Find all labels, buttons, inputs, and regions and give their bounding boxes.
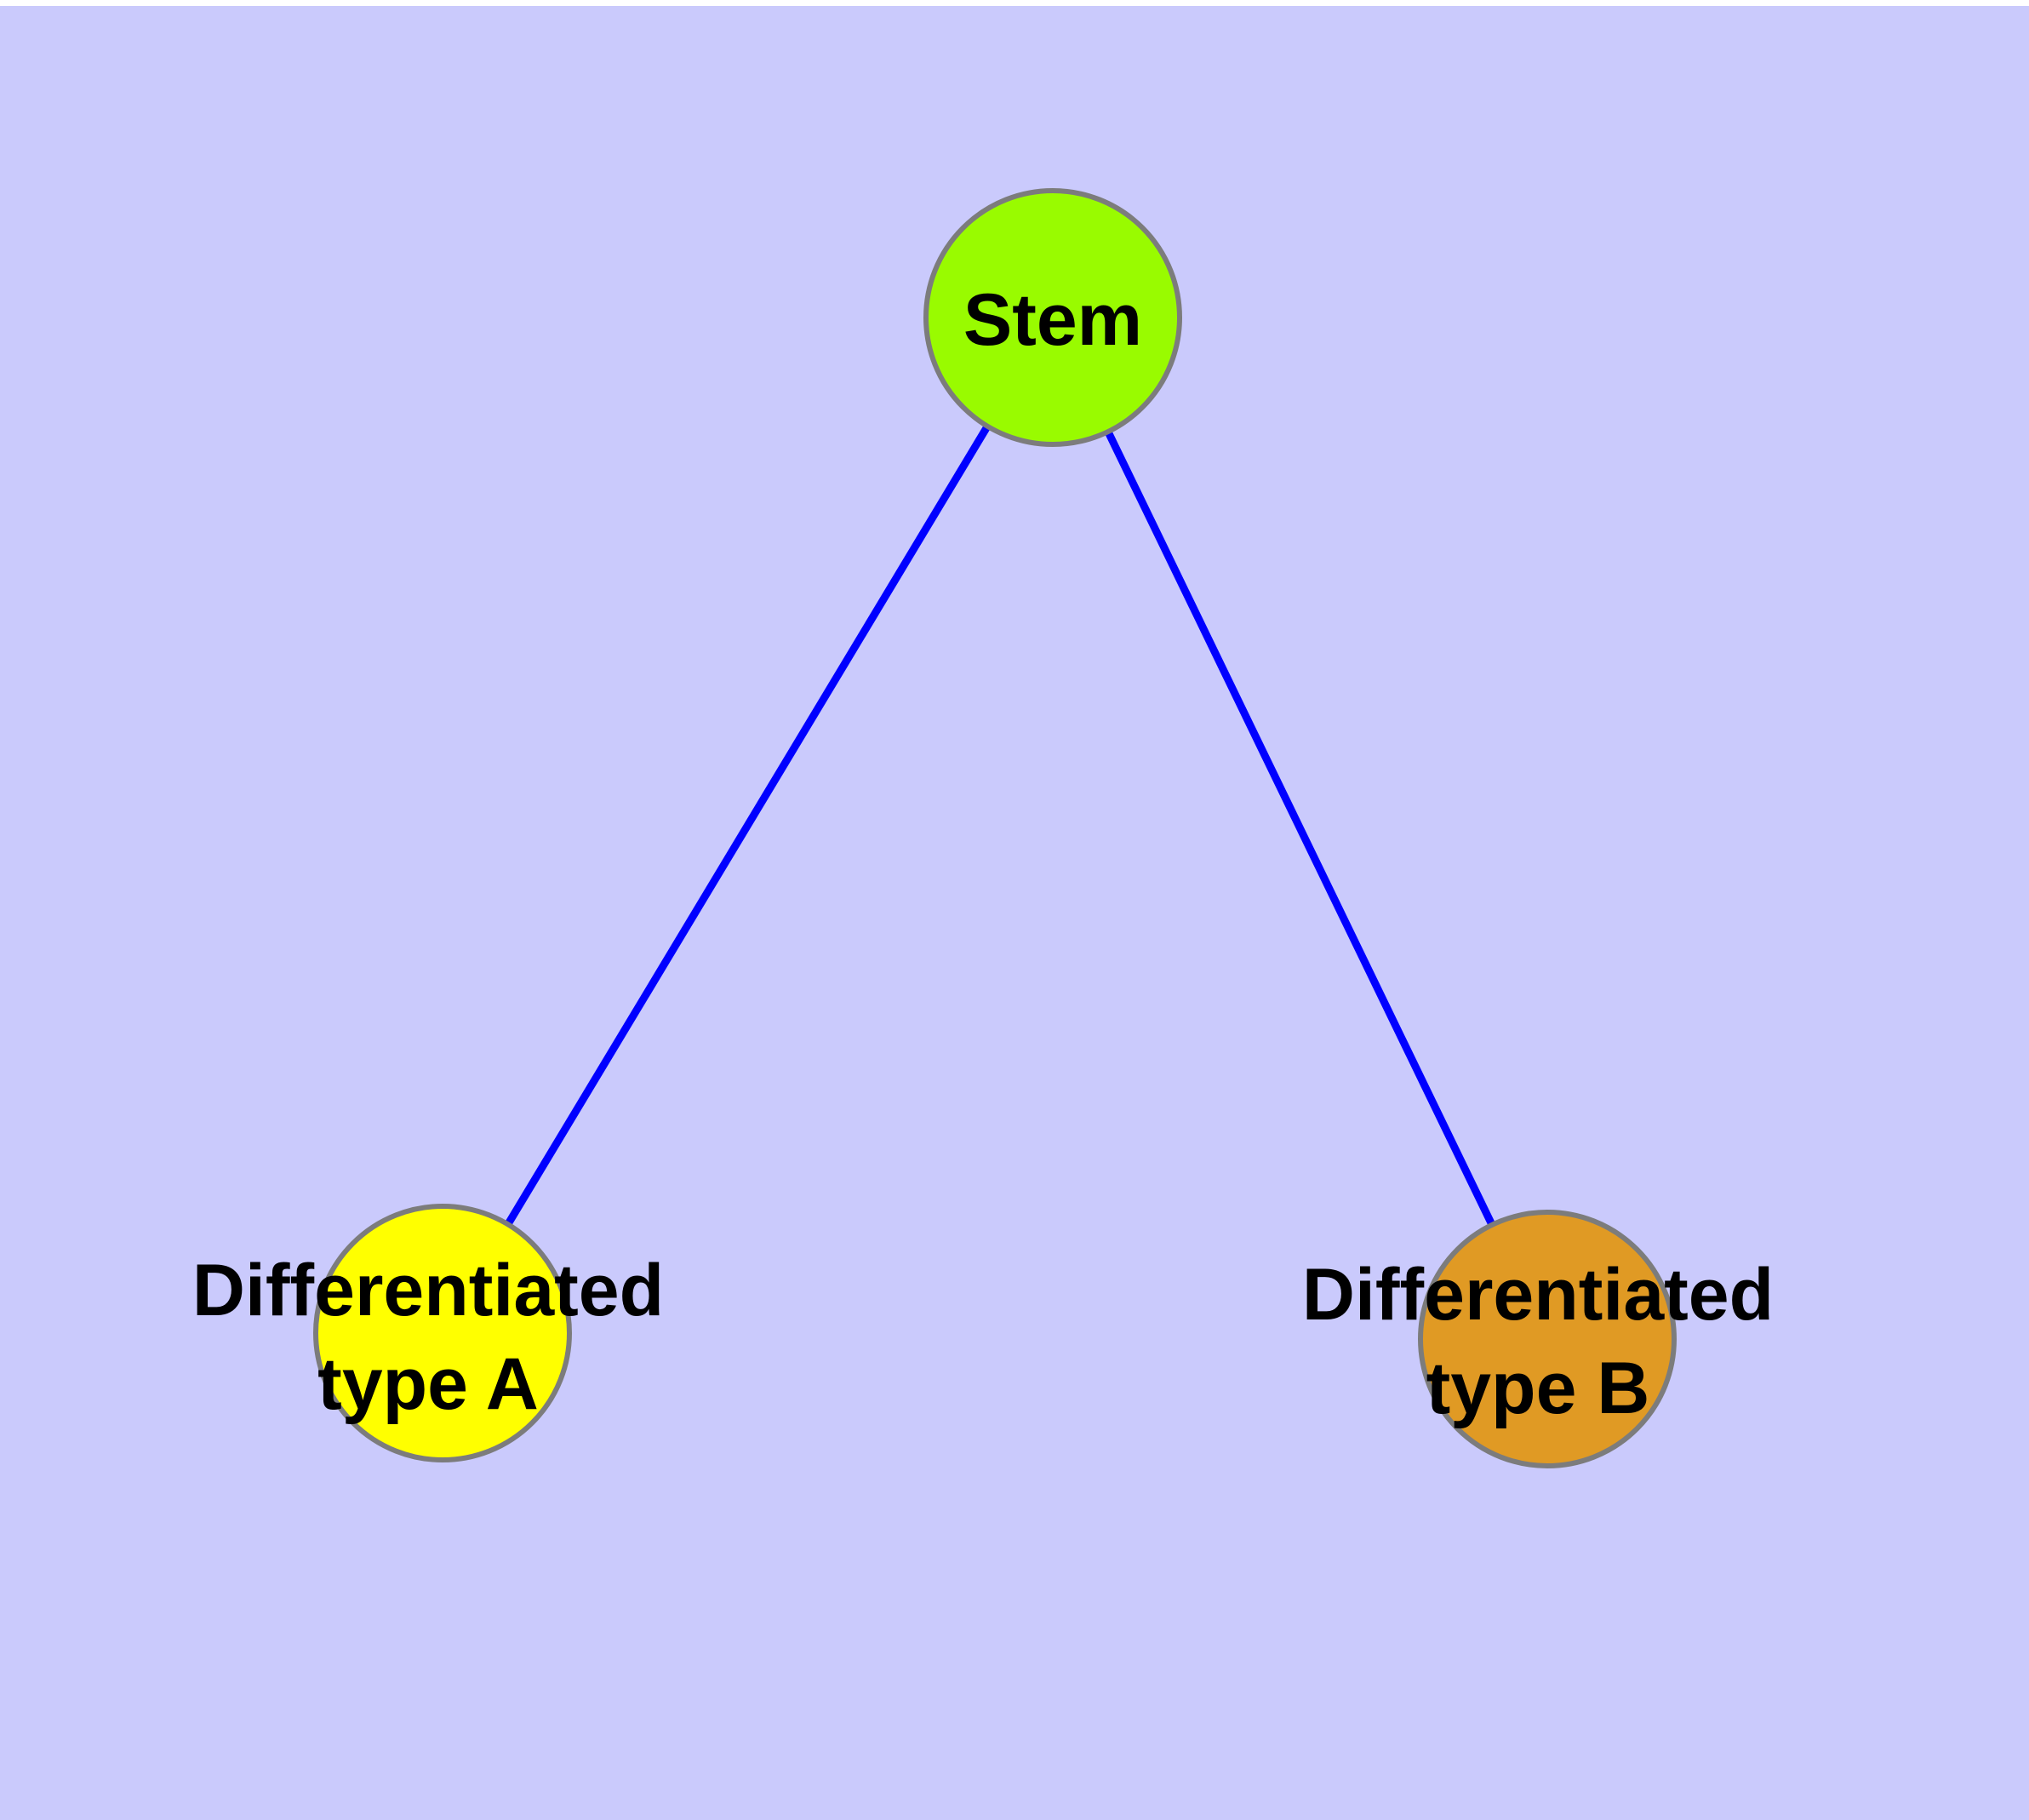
node-differentiated-type-b [1418, 1210, 1677, 1468]
node-differentiated-type-a [313, 1204, 572, 1462]
node-differentiated-type-a-label: Differentiated type A [191, 1250, 665, 1425]
edge-stem-to-type-b [1049, 316, 1552, 1341]
node-stem-label: Stem [963, 279, 1143, 361]
node-differentiated-type-b-label: Differentiated type B [1301, 1254, 1775, 1429]
edge-stem-to-type-a [439, 315, 1056, 1336]
node-stem [923, 188, 1182, 447]
